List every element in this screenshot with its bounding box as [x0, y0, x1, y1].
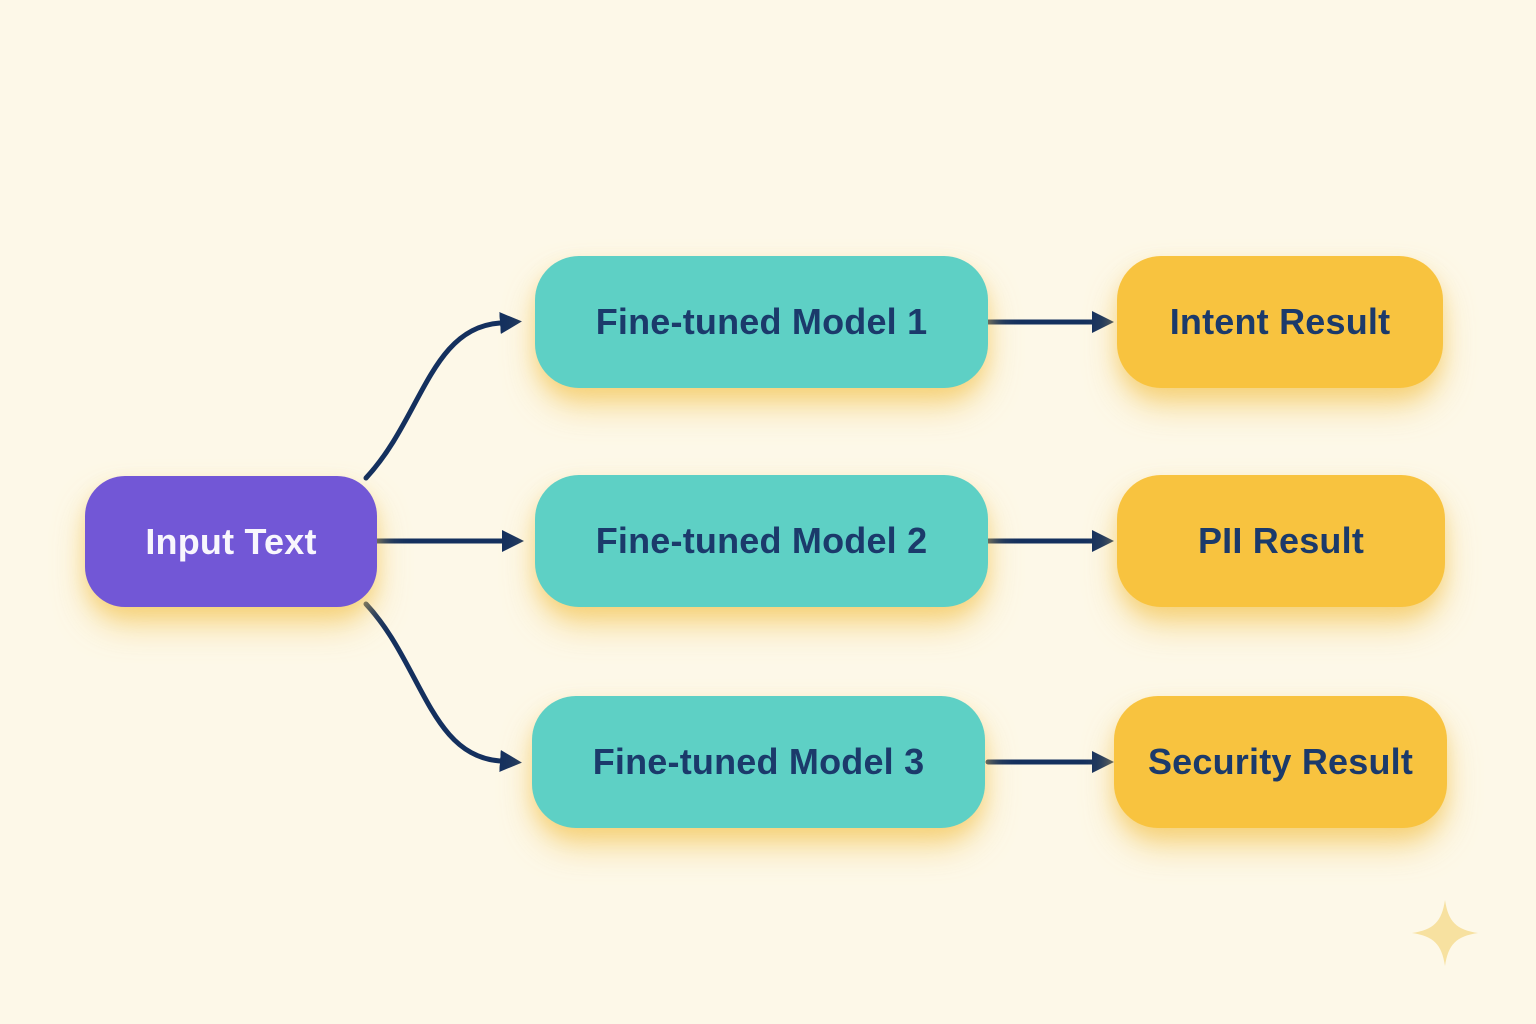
node-intent-result-label: Intent Result [1169, 301, 1391, 342]
node-fine-tuned-model-3: Fine-tuned Model 3 [532, 696, 985, 828]
node-input-text-label: Input Text [145, 520, 317, 562]
edge-input-model1 [363, 312, 522, 481]
node-pii-result: PII Result [1117, 475, 1445, 607]
node-fine-tuned-model-1: Fine-tuned Model 1 [535, 256, 988, 388]
edge-input-model3 [363, 601, 522, 772]
node-fine-tuned-model-1-label: Fine-tuned Model 1 [595, 301, 928, 342]
node-pii-result-label: PII Result [1197, 520, 1365, 561]
node-security-result: Security Result [1114, 696, 1447, 828]
node-fine-tuned-model-2-label: Fine-tuned Model 2 [595, 520, 928, 561]
node-security-result-label: Security Result [1147, 741, 1414, 782]
node-fine-tuned-model-2: Fine-tuned Model 2 [535, 475, 988, 607]
node-input-text: Input Text [85, 476, 377, 607]
sparkle-icon [1412, 900, 1478, 966]
node-fine-tuned-model-3-label: Fine-tuned Model 3 [592, 741, 925, 782]
node-intent-result: Intent Result [1117, 256, 1443, 388]
